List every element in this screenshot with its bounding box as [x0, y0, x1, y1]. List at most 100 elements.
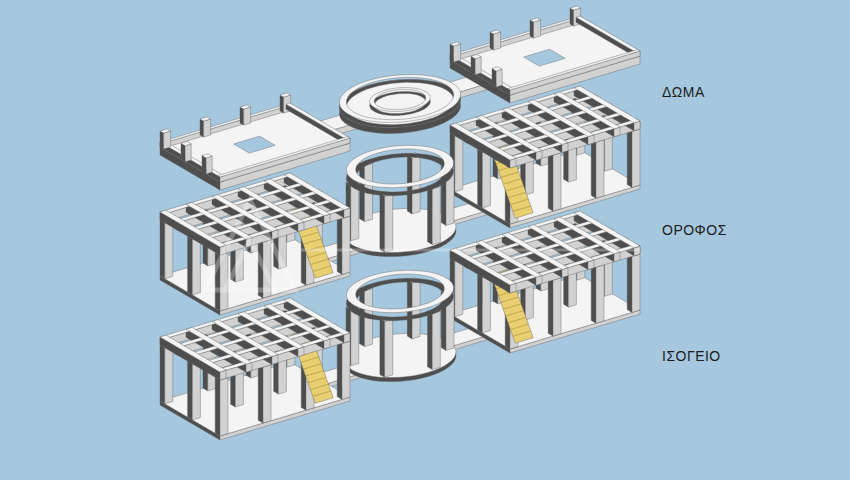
stair-step — [313, 391, 331, 396]
parapet — [218, 137, 350, 177]
parapet-post — [450, 42, 461, 46]
column — [432, 186, 440, 244]
beam — [186, 327, 252, 364]
stair-step — [506, 186, 524, 191]
stair-step — [501, 172, 519, 177]
parapet — [286, 103, 350, 139]
column — [455, 258, 463, 316]
parapet-post — [471, 55, 481, 59]
column — [380, 319, 385, 378]
column — [553, 278, 561, 336]
parapet-post — [185, 144, 191, 162]
column — [263, 365, 271, 423]
parapet-post — [534, 20, 541, 38]
stair-step — [508, 192, 526, 197]
parapet-post — [164, 131, 171, 149]
parapet-post — [200, 119, 204, 137]
beam — [160, 335, 226, 372]
column — [482, 150, 490, 208]
parapet-post — [492, 67, 502, 71]
parapet-post — [280, 93, 291, 97]
stair-step — [308, 252, 326, 257]
beam — [212, 320, 278, 357]
column — [548, 277, 553, 336]
parapet-post — [206, 156, 212, 174]
column — [591, 139, 596, 198]
parapet-post — [160, 131, 164, 149]
column — [337, 341, 342, 400]
column — [627, 129, 632, 188]
logo-triangle — [225, 240, 275, 290]
column — [548, 152, 553, 211]
parapet-post — [200, 117, 211, 121]
parapet — [286, 104, 346, 144]
beam — [528, 225, 594, 262]
stair-step — [513, 331, 531, 336]
beam — [476, 115, 542, 152]
column — [591, 264, 596, 323]
beam — [502, 108, 568, 145]
parapet-post — [204, 119, 211, 137]
beam — [264, 179, 330, 216]
parapet-post — [280, 95, 284, 113]
parapet-post — [181, 141, 191, 145]
parapet-post — [450, 44, 454, 62]
roof-opening — [524, 49, 566, 66]
parapet-post — [471, 56, 475, 74]
beam — [476, 240, 542, 277]
parapet-post — [570, 6, 581, 10]
beam — [574, 211, 640, 248]
storey-level — [160, 211, 640, 440]
column — [596, 265, 604, 323]
column — [188, 361, 193, 420]
parapet — [450, 16, 582, 56]
parapet — [576, 16, 640, 52]
roof-level — [160, 6, 640, 190]
parapet-post — [530, 18, 541, 22]
stair-step — [306, 371, 324, 376]
parapet — [160, 103, 292, 143]
level-label: ΟΡΟΦΟΣ — [662, 222, 727, 238]
roof-ring — [370, 88, 431, 112]
beam — [264, 304, 330, 341]
stair-step — [308, 377, 326, 382]
level-label: ΙΣΟΓΕΙΟ — [662, 348, 721, 364]
column — [428, 186, 433, 245]
parapet-post — [475, 57, 481, 75]
parapet-post — [160, 129, 171, 133]
ring-beam — [346, 270, 453, 312]
parapet-post — [202, 154, 212, 158]
beam — [238, 312, 304, 349]
column — [478, 149, 483, 208]
column — [165, 220, 173, 278]
column — [192, 362, 200, 420]
column — [258, 364, 263, 423]
stair-step — [313, 266, 331, 271]
column — [220, 378, 228, 436]
stair-step — [510, 199, 528, 204]
column — [428, 311, 433, 370]
parapet-post — [492, 69, 496, 88]
column — [215, 377, 220, 436]
beam — [450, 123, 516, 160]
column — [351, 182, 359, 240]
column — [188, 236, 193, 295]
column — [455, 133, 463, 191]
column — [482, 275, 490, 333]
column — [165, 345, 173, 403]
beam — [574, 86, 640, 123]
stair-step — [503, 179, 521, 184]
column — [632, 254, 640, 312]
stair-step — [506, 311, 524, 316]
level-label: ΔΩΜΑ — [662, 84, 705, 100]
parapet-post — [490, 30, 501, 34]
logo-bar — [300, 249, 640, 252]
ring-beam — [346, 145, 453, 187]
parapet-post — [454, 44, 461, 62]
parapet-post — [244, 107, 251, 125]
stair-step — [510, 324, 528, 329]
stair-step — [513, 206, 531, 211]
column — [632, 129, 640, 187]
